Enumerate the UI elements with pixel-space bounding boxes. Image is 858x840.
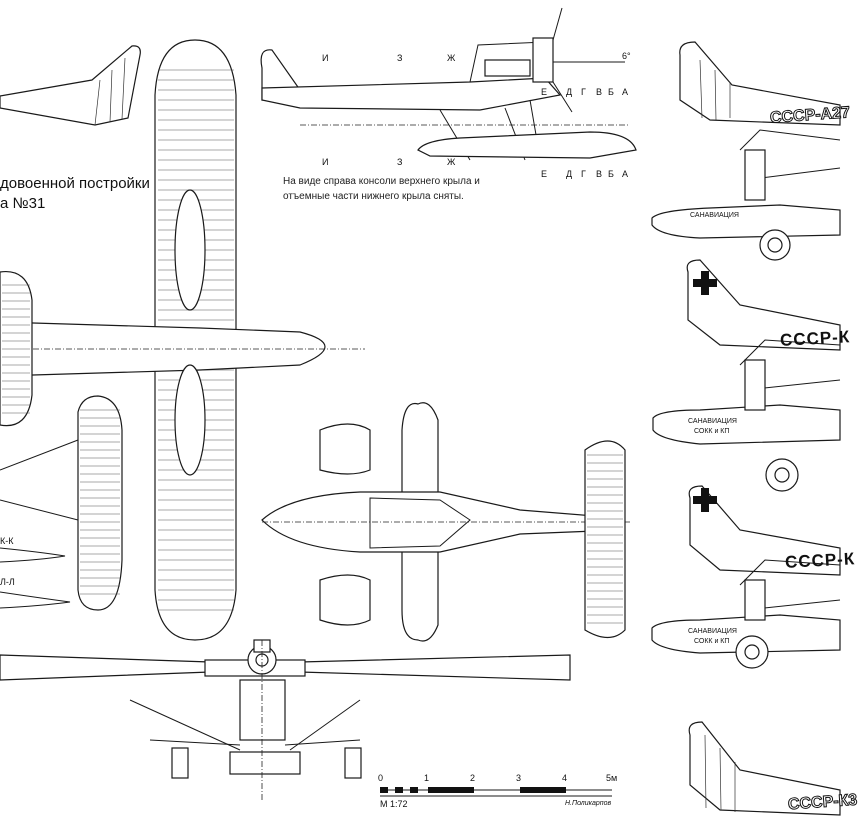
note-line-1: На виде справа консоли верхнего крыла и xyxy=(283,176,480,187)
section-label: В xyxy=(596,169,603,179)
scale-bar xyxy=(380,787,612,797)
livery-1 xyxy=(679,41,841,126)
red-cross-icon xyxy=(693,488,717,512)
maker-label: САНАВИАЦИЯ xyxy=(688,628,737,635)
maker-label: САНАВИАЦИЯ xyxy=(688,418,737,425)
red-cross-icon xyxy=(693,271,717,295)
registration-mark: СССР-К xyxy=(779,327,851,350)
top-view-main xyxy=(0,39,365,641)
section-label: Д xyxy=(566,87,573,97)
maker-label: САНАВИАЦИЯ xyxy=(690,212,739,219)
livery-2 xyxy=(651,129,841,261)
author-signature: Н.Поликарпов xyxy=(565,800,612,807)
registration-mark: СССР-К3 xyxy=(787,791,858,814)
scale-tick-label: 3 xyxy=(516,773,522,783)
section-label: А xyxy=(622,87,629,97)
section-label: Ж xyxy=(447,157,456,167)
side-view-main xyxy=(260,7,637,161)
section-k-label: К-К xyxy=(0,536,14,546)
section-label: Ж xyxy=(447,53,456,63)
registration-mark: СССР-К xyxy=(784,549,856,572)
section-label: Д xyxy=(566,169,573,179)
livery-4 xyxy=(651,485,841,669)
section-label: Б xyxy=(608,169,614,179)
bottom-view-main xyxy=(261,402,630,642)
scale-tick-label: 4 xyxy=(562,773,568,783)
scale-ratio: М 1:72 xyxy=(380,799,408,809)
drawing-svg xyxy=(0,7,841,816)
livery-3 xyxy=(652,259,841,492)
scale-tick-label: 5м xyxy=(606,773,618,783)
scale-tick-label: 1 xyxy=(424,773,430,783)
drawing-title-line-1: довоенной постройки xyxy=(0,175,150,192)
section-l-label: Л-Л xyxy=(0,577,15,587)
drawing-title-line-2: а №31 xyxy=(0,195,46,212)
section-label: З xyxy=(397,157,403,167)
tail-plane-left xyxy=(0,395,123,611)
section-label: Б xyxy=(608,87,614,97)
scale-tick-label: 0 xyxy=(378,773,384,783)
section-label: Е xyxy=(541,87,548,97)
tail-side-partial-top-left xyxy=(0,45,141,126)
section-label: А xyxy=(622,169,629,179)
maker-sublabel: СОКК и КП xyxy=(694,638,730,645)
section-label: В xyxy=(596,87,603,97)
section-label: Г xyxy=(581,169,586,179)
front-view-main xyxy=(0,639,571,800)
section-label: И xyxy=(322,53,329,63)
note-line-2: отъемные части нижнего крыла сняты. xyxy=(283,191,464,202)
angle-label: 6° xyxy=(622,51,631,61)
scale-tick-label: 2 xyxy=(470,773,476,783)
section-label: И xyxy=(322,157,329,167)
section-label: З xyxy=(397,53,403,63)
section-label: Е xyxy=(541,169,548,179)
maker-sublabel: СОКК и КП xyxy=(694,428,730,435)
section-label: Г xyxy=(581,87,586,97)
livery-5 xyxy=(688,721,841,816)
drawing-sheet: { "header": { "title_line1": "довоенной … xyxy=(0,7,858,816)
